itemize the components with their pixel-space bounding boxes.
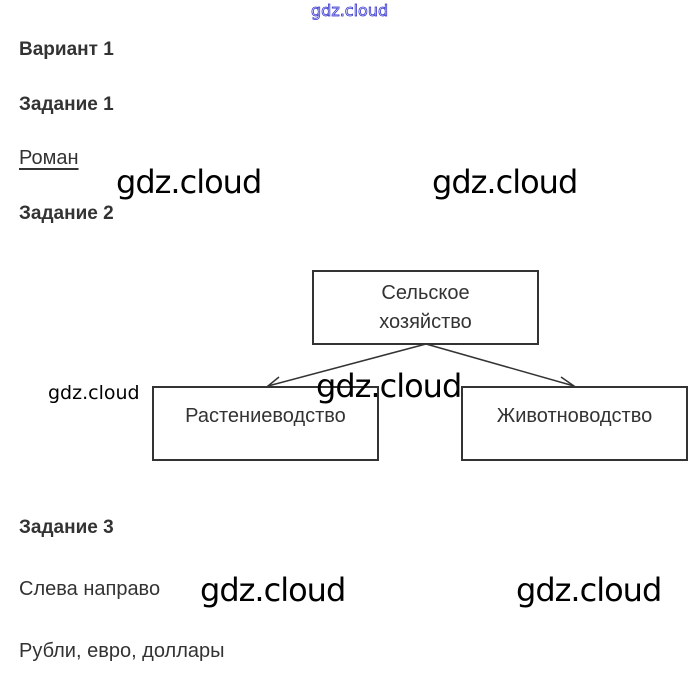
task-2-title: Задание 2	[19, 203, 114, 224]
watermark: gdz.cloud	[200, 571, 346, 609]
diagram-root-line-1: Сельское	[381, 281, 470, 304]
arrow-to-right-child	[425, 343, 575, 387]
watermark: gdz.cloud	[432, 163, 578, 201]
watermark: gdz.cloud	[116, 163, 262, 201]
watermark: gdz.cloud	[48, 382, 140, 404]
watermark-top: gdz.cloud	[311, 1, 389, 21]
diagram-child-label: Растениеводство	[185, 405, 346, 427]
task-3-title: Задание 3	[19, 517, 114, 538]
task-3-answer-1: Слева направо	[19, 578, 161, 600]
task-1-answer: Роман	[19, 147, 79, 169]
diagram-root-box: Сельское хозяйство	[312, 270, 539, 345]
diagram-child-box-left: Растениеводство	[152, 386, 379, 461]
diagram-child-box-right: Животноводство	[461, 386, 688, 461]
task-3-answer-2: Рубли, евро, доллары	[19, 640, 225, 662]
arrow-to-left-child	[267, 343, 427, 387]
watermark: gdz.cloud	[516, 571, 662, 609]
diagram-child-label: Животноводство	[496, 405, 653, 427]
watermark: gdz.cloud	[316, 367, 462, 405]
diagram-root-line-2: хозяйство	[379, 310, 472, 333]
variant-title: Вариант 1	[19, 39, 114, 60]
task-1-title: Задание 1	[19, 94, 114, 115]
